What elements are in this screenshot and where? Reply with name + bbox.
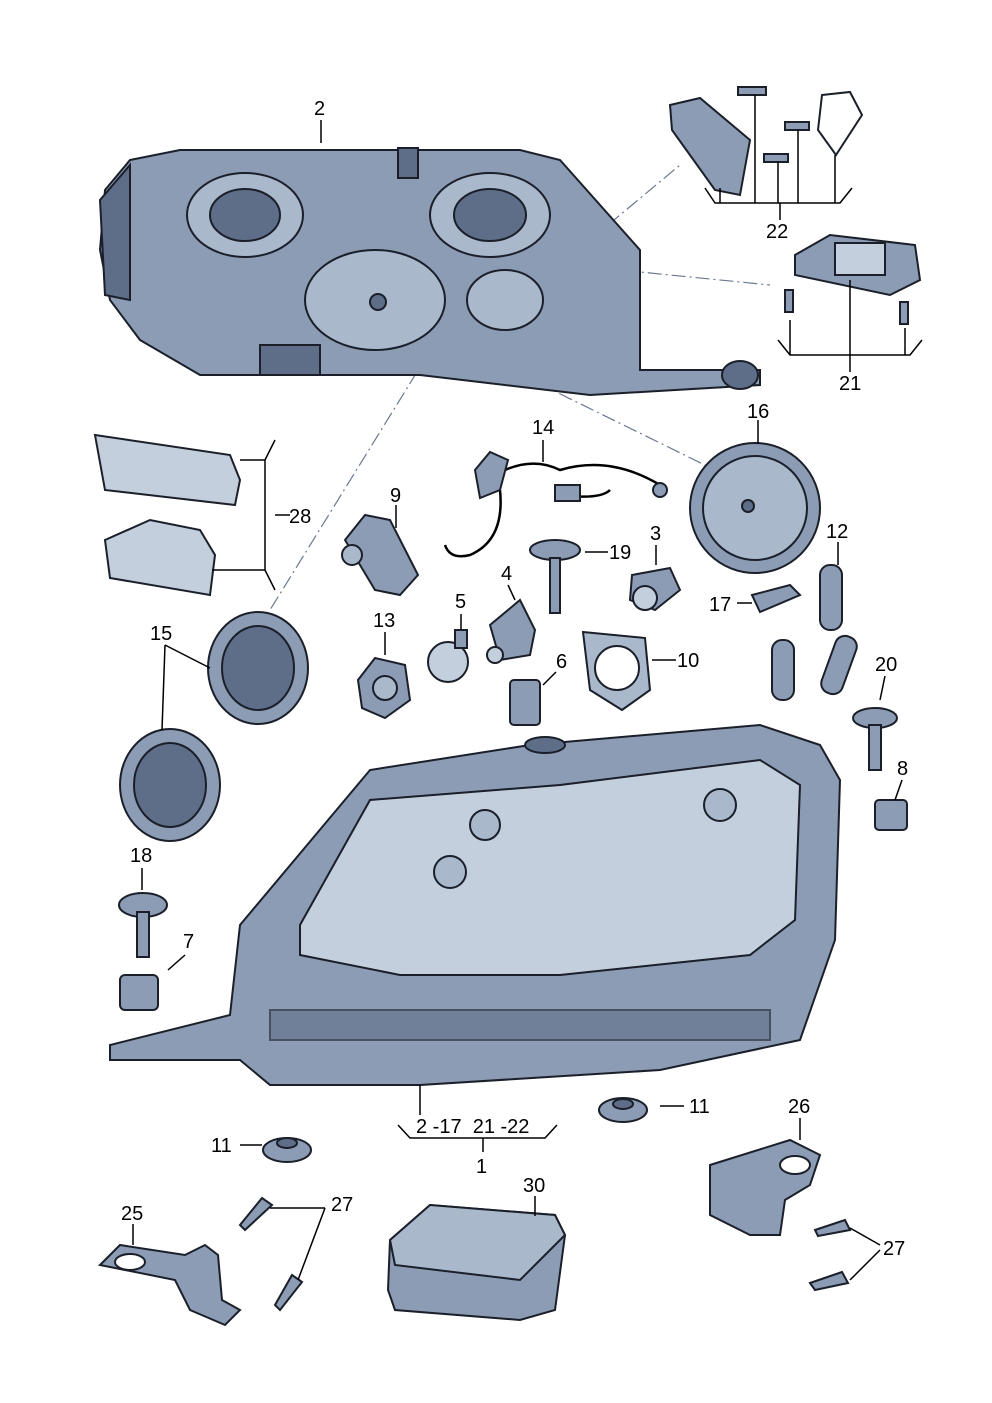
callout-28: 28 (289, 506, 311, 528)
callout-25: 25 (121, 1203, 143, 1225)
part-9-motor (341, 505, 420, 597)
part-7-nut (119, 954, 186, 1011)
headlight-front (109, 723, 842, 1152)
part-26-bracket (709, 1118, 822, 1236)
callout-range: 2 -17 21 -22 (416, 1116, 529, 1138)
part-30-box (386, 1196, 567, 1322)
callout-11-left: 11 (211, 1135, 232, 1157)
callout-1: 1 (476, 1156, 487, 1178)
part-11-bushing-right (598, 1097, 684, 1123)
part-5-bulb (427, 614, 469, 683)
callout-9: 9 (390, 485, 401, 507)
callout-7: 7 (183, 931, 194, 953)
callout-8: 8 (897, 758, 908, 780)
callout-15: 15 (150, 623, 172, 645)
callout-18: 18 (130, 845, 152, 867)
callout-4: 4 (501, 563, 512, 585)
callout-20: 20 (875, 654, 897, 676)
part-17-clip (737, 583, 802, 614)
callout-19: 19 (609, 542, 631, 564)
callout-10: 10 (677, 650, 699, 672)
part-12-cover (771, 542, 858, 701)
callout-13: 13 (373, 610, 395, 632)
callout-5: 5 (455, 591, 466, 613)
part-6-adapter (509, 671, 557, 726)
part-27-screws-left (238, 1196, 326, 1312)
callout-27-left: 27 (331, 1194, 353, 1216)
callout-6: 6 (556, 651, 567, 673)
callout-labels: 2 22 21 16 14 28 9 19 3 12 15 13 5 4 17 … (121, 98, 908, 1260)
part-3-bulb (628, 545, 682, 612)
callout-16: 16 (747, 401, 769, 423)
part-27-screws-right (808, 1218, 881, 1292)
part-4-bulb (486, 584, 537, 664)
part-14-wiring (443, 440, 668, 558)
part-16-cap (689, 420, 821, 574)
part-8-nut (874, 779, 908, 831)
callout-11-right: 11 (689, 1096, 710, 1118)
part-11-bushing-left (240, 1137, 312, 1163)
part-10-gasket (581, 630, 676, 712)
callout-14: 14 (532, 417, 554, 439)
part-15-reflectors (119, 611, 309, 842)
part-25-bracket (97, 1224, 242, 1327)
part-20-screw (852, 675, 898, 771)
callout-3: 3 (650, 523, 661, 545)
callout-2: 2 (314, 98, 325, 120)
part-22-cover (668, 86, 864, 220)
callout-12: 12 (826, 521, 848, 543)
part-28-lenses (93, 433, 290, 597)
callout-27-right: 27 (883, 1238, 905, 1260)
headlight-housing-rear (98, 147, 761, 397)
part-13-socket (356, 632, 412, 720)
part-21-bracket (777, 233, 923, 372)
callout-21: 21 (839, 373, 861, 395)
callout-26: 26 (788, 1096, 810, 1118)
callout-17: 17 (709, 594, 731, 616)
part-18-screw (118, 868, 168, 958)
callout-30: 30 (523, 1175, 545, 1197)
callout-22: 22 (766, 221, 788, 243)
part-19-screw (529, 539, 608, 614)
